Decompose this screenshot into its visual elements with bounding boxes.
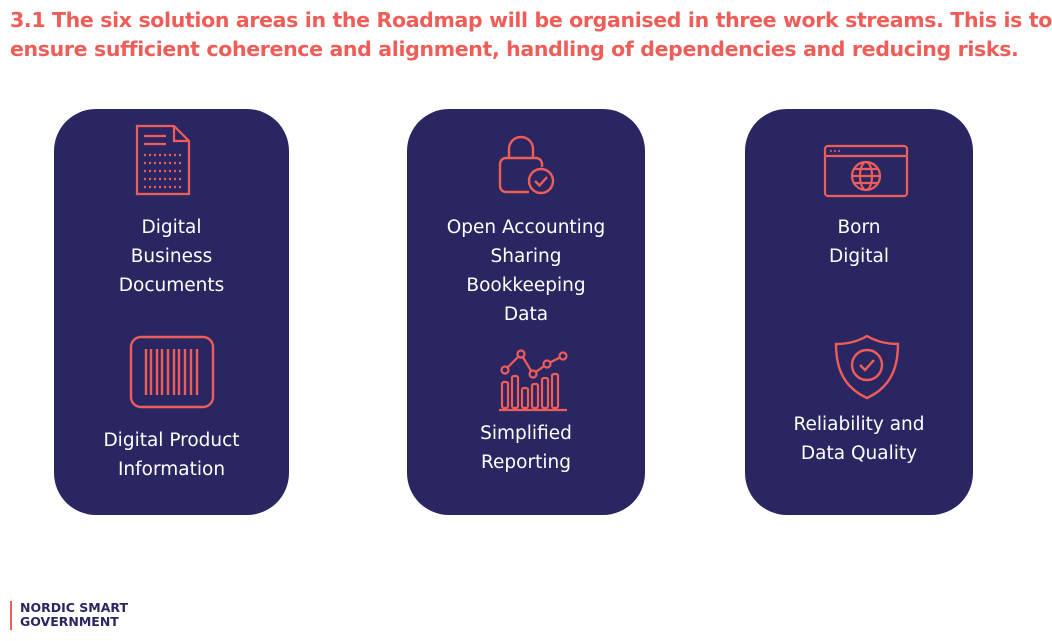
work-stream-card-1: Digital Business Documents Digital Produ…: [54, 109, 289, 515]
shield-check-icon: [833, 334, 901, 400]
barcode-icon: [129, 335, 215, 409]
label-line: Digital: [141, 217, 202, 238]
label-line: Information: [117, 459, 226, 480]
work-stream-card-2: Open Accounting Sharing Bookkeeping Data…: [407, 109, 645, 515]
label-line: Documents: [118, 275, 225, 296]
logo-line-2: GOVERNMENT: [20, 614, 119, 629]
padlock-check-icon: [498, 135, 558, 195]
area-label-open-accounting: Open Accounting Sharing Bookkeeping Data: [407, 213, 645, 329]
label-line: Open Accounting: [446, 217, 606, 238]
heading-line-1: 3.1 The six solution areas in the Roadma…: [10, 8, 1052, 32]
slide-heading: 3.1 The six solution areas in the Roadma…: [10, 6, 1052, 64]
logo-line-1: NORDIC SMART: [20, 600, 128, 615]
heading-line-2: ensure sufficient coherence and alignmen…: [10, 37, 1019, 61]
area-label-reliability-data-quality: Reliability and Data Quality: [745, 410, 973, 468]
label-line: Bookkeeping: [466, 275, 586, 296]
label-line: Data Quality: [800, 443, 918, 464]
label-line: Sharing: [490, 246, 562, 267]
label-line: Reliability and: [793, 414, 925, 435]
nordic-smart-government-logo: NORDIC SMART GOVERNMENT: [10, 601, 128, 630]
area-label-digital-product-information: Digital Product Information: [54, 426, 289, 484]
work-stream-card-3: Born Digital Reliability and Data Qualit…: [745, 109, 973, 515]
area-label-simplified-reporting: Simplified Reporting: [407, 419, 645, 477]
label-line: Born: [837, 217, 881, 238]
label-line: Reporting: [481, 452, 571, 473]
label-line: Data: [503, 304, 549, 325]
label-line: Simplified: [480, 423, 572, 444]
area-label-digital-business-documents: Digital Business Documents: [54, 213, 289, 300]
label-line: Business: [130, 246, 213, 267]
bar-chart-trend-icon: [499, 348, 569, 412]
area-label-born-digital: Born Digital: [745, 213, 973, 271]
label-line: Digital: [829, 246, 889, 267]
label-line: Digital Product: [103, 430, 240, 451]
document-icon: [134, 124, 192, 196]
browser-globe-icon: [823, 144, 909, 198]
